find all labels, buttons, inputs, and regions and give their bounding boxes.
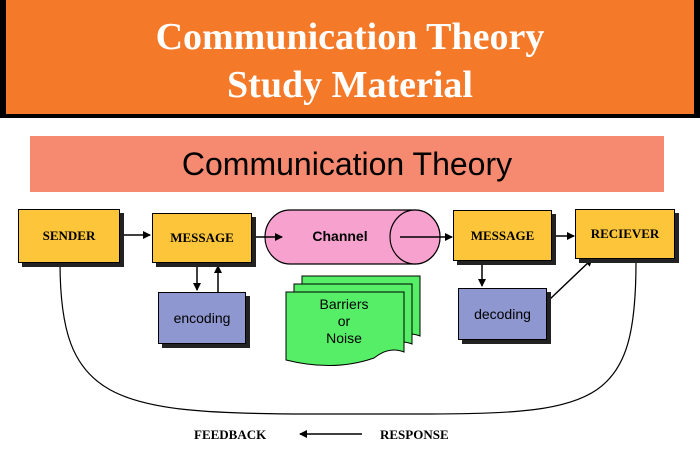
response-label: RESPONSE bbox=[380, 427, 449, 442]
diagram-subtitle-bar: Communication Theory bbox=[30, 136, 664, 192]
encoding-node: encoding bbox=[158, 292, 246, 344]
message-node-left: MESSAGE bbox=[152, 213, 252, 263]
banner-title-line2: Study Material bbox=[227, 64, 473, 106]
channel-label: Channel bbox=[312, 228, 368, 244]
message-left-label: MESSAGE bbox=[170, 230, 234, 245]
arrow-decoding-to-receiver bbox=[548, 258, 593, 301]
message-node-right: MESSAGE bbox=[453, 210, 552, 261]
noise-text: Barriers or Noise bbox=[296, 296, 392, 347]
banner-title-line1: Communication Theory bbox=[155, 16, 545, 58]
title-banner-fill: Communication Theory Study Material bbox=[6, 0, 694, 114]
receiver-label: RECIEVER bbox=[590, 226, 660, 241]
sender-node: SENDER bbox=[18, 209, 120, 263]
message-right-label: MESSAGE bbox=[470, 227, 535, 243]
encoding-label: encoding bbox=[173, 310, 231, 326]
noise-line3: Noise bbox=[326, 330, 362, 346]
decoding-label: decoding bbox=[474, 306, 531, 322]
title-banner: Communication Theory Study Material bbox=[0, 0, 700, 118]
feedback-label: FEEDBACK bbox=[194, 427, 267, 442]
diagram-subtitle: Communication Theory bbox=[181, 146, 513, 182]
feedback-loop-curve bbox=[59, 261, 637, 415]
noise-line2: or bbox=[337, 313, 351, 329]
sender-label: SENDER bbox=[42, 228, 96, 243]
noise-line1: Barriers bbox=[319, 296, 369, 312]
receiver-node: RECIEVER bbox=[575, 209, 675, 259]
decoding-node: decoding bbox=[458, 288, 547, 340]
noise-sheets bbox=[285, 275, 421, 366]
